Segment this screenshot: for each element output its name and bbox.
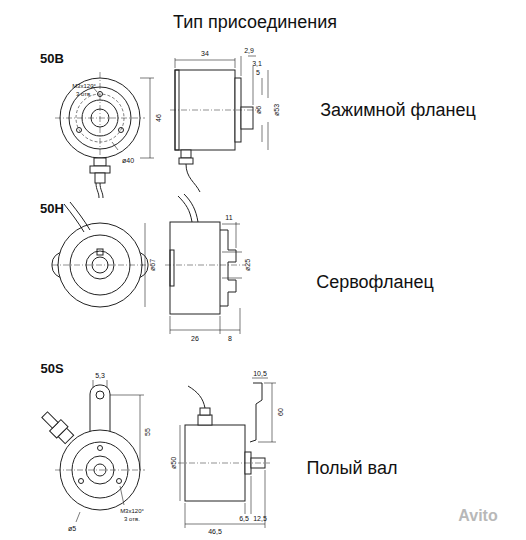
clamp-flange-side (170, 56, 268, 192)
dimension-label: 8 (228, 335, 232, 342)
dimension-label: ø67 (149, 259, 156, 271)
dimension-label: ø50 (170, 457, 177, 469)
dimension-label: 26 (191, 335, 199, 342)
dimension-label: ø6 (255, 106, 262, 114)
dimension-label: ø40 (122, 157, 134, 164)
dimension-label: M3x120° (120, 508, 144, 514)
dimension-label: 5,3 (95, 372, 105, 379)
title: Тип присоединения (173, 13, 337, 31)
dimension-label: ø5 (68, 525, 76, 532)
dimension-label: 46 (155, 114, 162, 122)
servo-flange-front (52, 202, 148, 307)
dimension-label: 3 отв. (124, 516, 140, 522)
dimension-label: 55 (144, 428, 151, 436)
dimension-label: 34 (201, 50, 209, 57)
dimension-label: 6,5 (239, 515, 249, 522)
servo-flange-side (165, 194, 245, 334)
dimension-label: ø53 (273, 104, 280, 116)
dimension-label: 2,9 (244, 47, 254, 54)
mount-type-name: Сервофланец (316, 273, 434, 291)
model-code: 50B (40, 52, 64, 65)
clamp-flange-front (55, 72, 154, 198)
dimension-label: 60 (277, 408, 284, 416)
dimension-label: 12,5 (253, 515, 267, 522)
dimension-label: 3 отв. (76, 91, 92, 97)
model-code: Avito (458, 508, 497, 524)
dimension-label: ø25 (244, 259, 251, 271)
hollow-shaft-front (39, 380, 145, 522)
mount-type-name: Зажимной фланец (320, 101, 476, 119)
model-code: 50S (40, 362, 63, 375)
dimension-label: 3,1 (252, 60, 262, 67)
dimension-label: 46,5 (208, 528, 222, 535)
mount-type-name: Полый вал (307, 459, 398, 477)
dimension-label: 10,5 (253, 370, 267, 377)
dimension-label: 11 (225, 214, 232, 221)
model-code: 50H (40, 202, 64, 215)
dimension-label: M3x120° (72, 83, 96, 89)
dimension-label: 5 (256, 69, 260, 76)
hollow-shaft-side (178, 378, 276, 528)
